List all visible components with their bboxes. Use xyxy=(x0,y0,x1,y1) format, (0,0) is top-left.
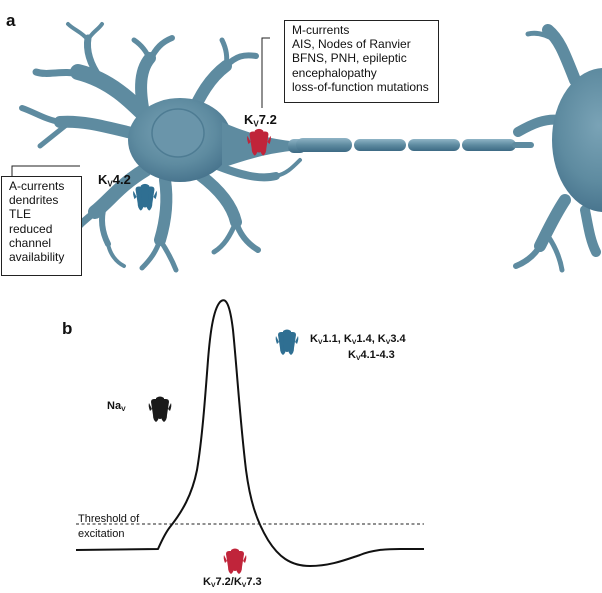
neuron-illustration xyxy=(19,22,602,273)
kv-multi-label-line2: KV4.1-4.3 xyxy=(348,349,395,362)
m-current-line: M-currents xyxy=(292,23,350,37)
right-neuron xyxy=(513,24,602,273)
a-current-line: TLE xyxy=(9,207,32,222)
kv-multi-label-line1: KV1.1, KV1.4, KV3.4 xyxy=(310,333,406,346)
a-current-leader xyxy=(11,165,80,176)
m-current-line: loss-of-function mutations xyxy=(292,79,429,94)
myelin-segments xyxy=(296,138,534,152)
a-current-line: A-currents xyxy=(9,179,65,193)
kv72-73-label: KV7.2/KV7.3 xyxy=(203,576,262,589)
left-nucleus xyxy=(151,108,205,158)
panel-letter-a: a xyxy=(6,11,16,30)
nav-channel-icon xyxy=(148,396,172,422)
threshold-label-line1: Threshold of xyxy=(78,513,140,525)
m-current-line: encephalopathy xyxy=(292,65,377,80)
m-current-leader xyxy=(261,37,270,108)
a-current-line: channel xyxy=(9,235,52,250)
m-current-line: BFNS, PNH, epileptic xyxy=(292,51,407,66)
kv42-label: KV4.2 xyxy=(98,172,131,189)
m-current-line: AIS, Nodes of Ranvier xyxy=(292,37,411,52)
kv72-label: KV7.2 xyxy=(244,112,277,129)
m-current-info-box: M-currents AIS, Nodes of Ranvier BFNS, P… xyxy=(284,20,439,103)
kv42-channel-icon xyxy=(133,183,157,211)
panel-letter-b: b xyxy=(62,319,72,338)
a-current-line: availability xyxy=(9,250,65,265)
action-potential-trace xyxy=(75,299,424,567)
a-current-info-box: A-currents dendrites TLE reduced channel… xyxy=(1,176,82,276)
kv72-73-channel-icon xyxy=(223,548,247,574)
threshold-label-line2: excitation xyxy=(78,528,125,540)
nav-label: NaV xyxy=(107,400,126,413)
kv-blue-channel-icon xyxy=(275,329,299,355)
a-current-line: dendrites xyxy=(9,193,59,208)
a-current-line: reduced xyxy=(9,221,53,236)
left-neuron-dendrites xyxy=(19,22,302,273)
